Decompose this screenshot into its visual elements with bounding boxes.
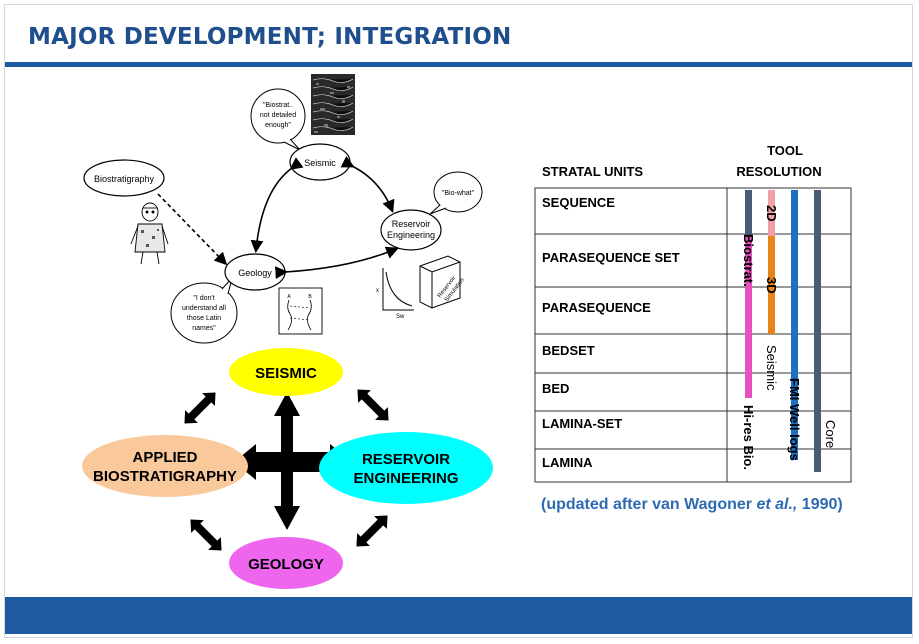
header-tool: TOOL: [767, 143, 803, 158]
applied-biostratigraphy-node: APPLIED BIOSTRATIGRAPHY: [82, 435, 248, 497]
geology-node: GEOLOGY: [229, 537, 343, 589]
header-resolution: RESOLUTION: [736, 164, 821, 179]
citation-year: 1990): [797, 496, 843, 513]
citation-et-al: et al.,: [756, 496, 798, 513]
node-reservoir-engineering: Reservoir Engineering: [380, 209, 442, 251]
svg-text:B: B: [308, 294, 312, 300]
bubble-latin: "I don't understand all those Latin name…: [170, 277, 238, 344]
citation-text: (updated after van Wagoner: [541, 496, 757, 513]
svg-text:"I don't: "I don't: [193, 295, 214, 302]
node-biostratigraphy: Biostratigraphy: [83, 159, 165, 197]
node-geology: Geology: [224, 253, 286, 291]
sw-plot: x Sw: [376, 268, 414, 320]
svg-text:Seismic: Seismic: [304, 158, 336, 168]
stratal-unit-labels: SEQUENCE PARASEQUENCE SET PARASEQUENCE B…: [542, 195, 680, 470]
diagonal-arrows: [184, 389, 389, 551]
label-3d: 3D: [764, 277, 779, 294]
seismic-image: [311, 74, 355, 135]
center-arrow-cross: [234, 392, 352, 530]
svg-text:names": names": [192, 325, 216, 332]
label-hires-bio: Hi-res Bio.: [741, 405, 756, 470]
citation: (updated after van Wagoner et al., 1990): [541, 496, 843, 514]
svg-text:APPLIED: APPLIED: [132, 449, 197, 466]
integration-diagram: SEISMIC APPLIED BIOSTRATIGRAPHY RESERVOI…: [82, 348, 493, 589]
bar-seismic-3d: [768, 236, 775, 334]
svg-text:"Biostrat..: "Biostrat..: [263, 102, 293, 109]
bar-seismic-2d: [768, 190, 775, 236]
label-2d: 2D: [764, 205, 779, 222]
tool-labels: Biostrat. Hi-res Bio. 2D 3D Seismic FMI …: [741, 205, 838, 470]
well-log-correlation: A B: [278, 287, 323, 335]
reservoir-engineering-node: RESERVOIR ENGINEERING: [319, 432, 493, 504]
label-fmi-well-logs: FMI Well logs: [787, 378, 802, 461]
svg-text:GEOLOGY: GEOLOGY: [248, 556, 324, 573]
svg-text:Engineering: Engineering: [387, 230, 435, 240]
integration-sketch: "Biostrat.. not detailed enough" "Bio-wh…: [83, 74, 483, 344]
svg-text:BIOSTRATIGRAPHY: BIOSTRATIGRAPHY: [93, 468, 237, 485]
reservoir-simulation-box: Reservoir Simulation: [419, 255, 466, 309]
svg-text:RESERVOIR: RESERVOIR: [362, 451, 450, 468]
bubble-biostrat: "Biostrat.. not detailed enough": [250, 88, 306, 151]
label-seismic: Seismic: [764, 345, 779, 391]
row-parasequence: PARASEQUENCE: [542, 300, 651, 315]
svg-text:A: A: [287, 294, 291, 300]
svg-text:understand all: understand all: [182, 305, 226, 312]
label-core: Core: [823, 420, 838, 448]
bar-slate-top: [745, 190, 752, 236]
resolution-table: STRATAL UNITS TOOL RESOLUTION SEQUENCE P…: [534, 143, 852, 483]
svg-text:not detailed: not detailed: [260, 112, 296, 119]
svg-text:x: x: [376, 288, 379, 294]
seismic-node: SEISMIC: [229, 348, 343, 396]
svg-text:Sw: Sw: [396, 314, 405, 320]
node-seismic: Seismic: [289, 143, 351, 181]
svg-text:Biostratigraphy: Biostratigraphy: [94, 174, 155, 184]
svg-text:Geology: Geology: [238, 268, 272, 278]
svg-text:SEISMIC: SEISMIC: [255, 365, 317, 382]
bar-biostrat: [745, 236, 752, 398]
bar-fmi: [791, 190, 798, 460]
footer-band: [5, 597, 912, 634]
svg-text:enough": enough": [265, 122, 291, 129]
bubble-biowhat: "Bio-what": [429, 171, 483, 215]
slide-frame: [4, 4, 913, 638]
svg-text:"Bio-what": "Bio-what": [442, 190, 475, 197]
row-lamina-set: LAMINA-SET: [542, 416, 622, 431]
table-grid: [534, 187, 852, 483]
scientist-figure: [130, 202, 169, 265]
svg-text:those Latin: those Latin: [187, 315, 221, 322]
svg-text:Reservoir: Reservoir: [392, 219, 431, 229]
row-sequence: SEQUENCE: [542, 195, 615, 210]
slide-title: MAJOR DEVELOPMENT; INTEGRATION: [28, 24, 512, 50]
header-stratal-units: STRATAL UNITS: [542, 164, 643, 179]
title-rule: [5, 62, 912, 67]
row-bed: BED: [542, 381, 569, 396]
label-biostrat: Biostrat.: [741, 234, 756, 287]
svg-text:ENGINEERING: ENGINEERING: [353, 470, 458, 487]
row-lamina: LAMINA: [542, 455, 593, 470]
sketch-arrows: [157, 155, 399, 279]
row-bedset: BEDSET: [542, 343, 595, 358]
bar-core: [814, 190, 821, 472]
row-parasequence-set: PARASEQUENCE SET: [542, 250, 680, 265]
